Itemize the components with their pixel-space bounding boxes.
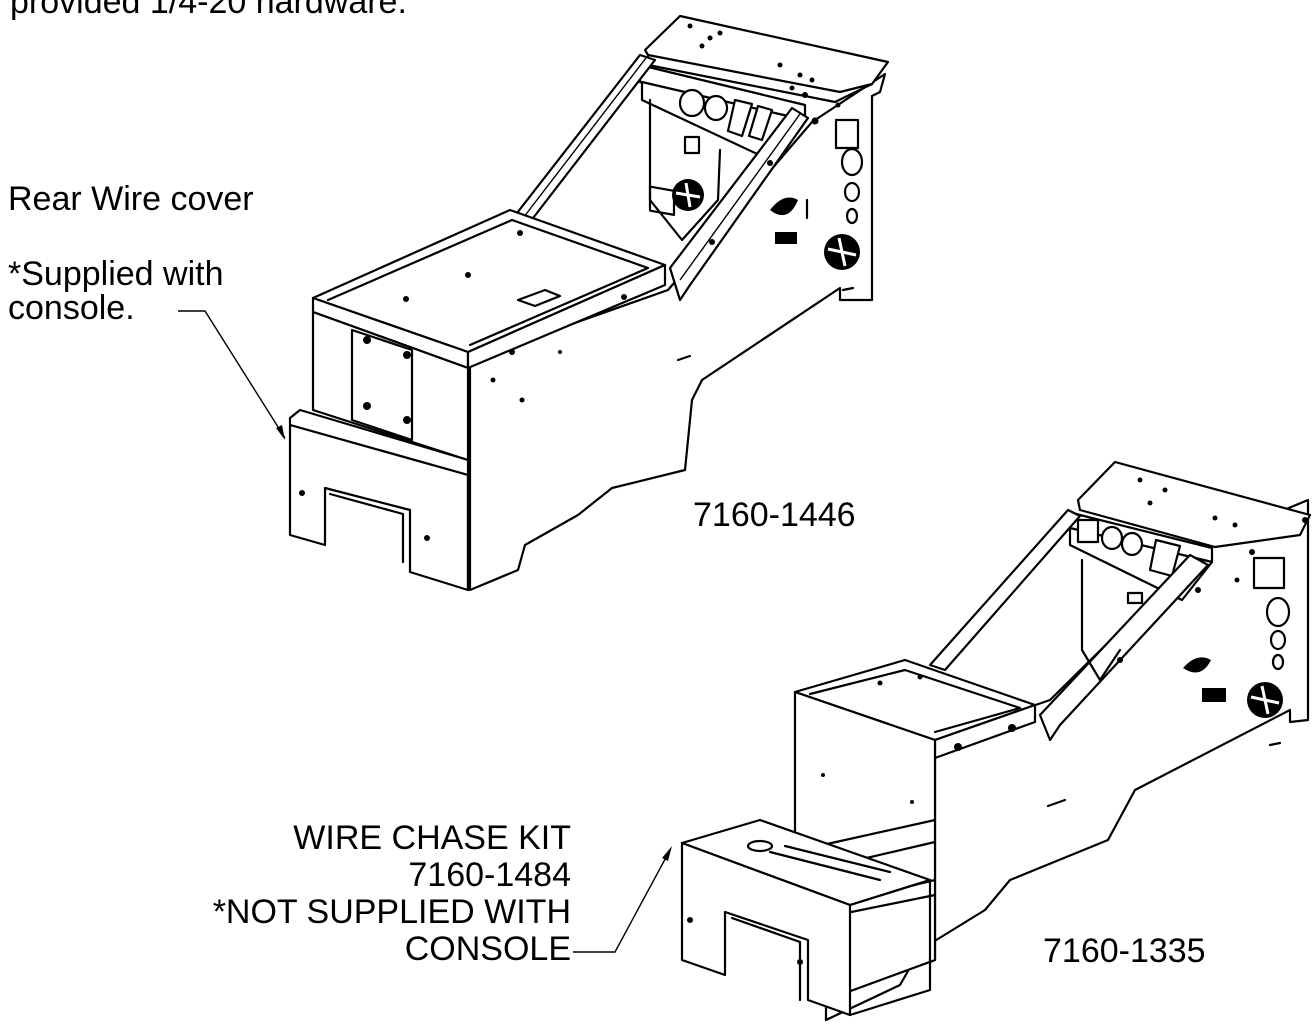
- wire-chase-leader-line: [573, 849, 671, 953]
- logo-badge: [770, 197, 798, 216]
- mount-plate: [350, 328, 414, 442]
- console-7160-1335-drawing: [680, 460, 1312, 1022]
- top-mounting-plate: [1076, 460, 1312, 549]
- rear-cover-leader-line: [178, 310, 286, 439]
- console-7160-1335-label: 7160-1335: [1043, 932, 1206, 970]
- right-rail: [1038, 553, 1210, 742]
- rear-wire-cover-note-line1: *Supplied with: [8, 255, 224, 293]
- wire-chase-kit-note-line2: CONSOLE: [404, 930, 571, 968]
- console-7160-1446-drawing: [288, 14, 890, 592]
- rear-wire-cover: [288, 408, 470, 477]
- fan-icon: [824, 234, 860, 270]
- fan-icon: [672, 179, 704, 211]
- console-7160-1446-label: 7160-1446: [693, 496, 856, 534]
- wire-chase-kit-title: WIRE CHASE KIT: [293, 819, 571, 857]
- intro-text: provided 1/4-20 hardware.: [10, 0, 407, 21]
- rear-wire-cover-note-line2: console.: [8, 289, 135, 327]
- wire-chase-kit-note: *NOT SUPPLIED WITH: [212, 893, 571, 931]
- left-rail: [928, 508, 1082, 672]
- rear-wire-cover-title: Rear Wire cover: [8, 180, 254, 218]
- fan-icon: [1247, 682, 1283, 718]
- right-rail: [668, 106, 810, 302]
- logo-badge: [1183, 657, 1211, 673]
- left-rail: [508, 53, 657, 224]
- wire-chase-kit-part-number: 7160-1484: [408, 856, 571, 894]
